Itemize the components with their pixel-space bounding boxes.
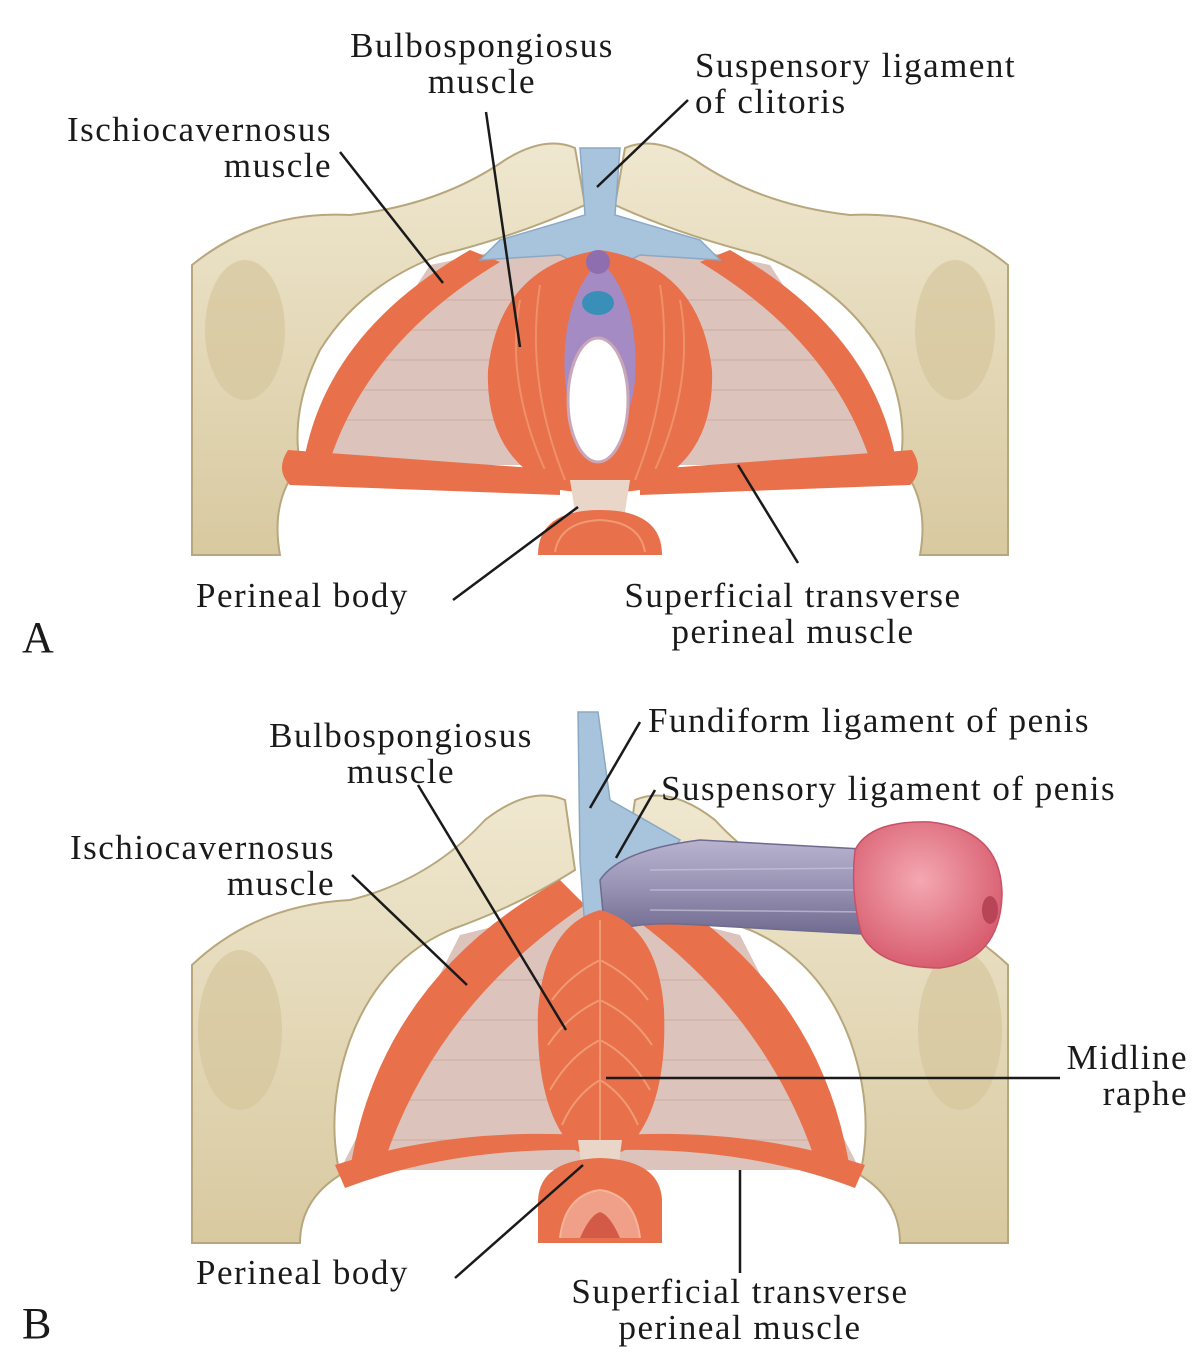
label-suspensory-ligament-clitoris: Suspensory ligament of clitoris: [695, 48, 1016, 120]
label-midline-raphe: Midline raphe: [1020, 1040, 1188, 1112]
label-line: muscle: [322, 64, 642, 100]
label-line: Midline: [1020, 1040, 1188, 1076]
label-line: Ischiocavernosus: [20, 112, 332, 148]
label-line: perineal muscle: [598, 614, 988, 650]
glans-b: [854, 822, 1002, 968]
label-line: raphe: [1020, 1076, 1188, 1112]
panel-letter-a: A: [22, 612, 54, 663]
label-line: muscle: [240, 754, 562, 790]
label-line: muscle: [20, 866, 335, 902]
label-bulbospongiosus-a: Bulbospongiosus muscle: [322, 28, 642, 100]
label-superficial-transverse-b: Superficial transverse perineal muscle: [545, 1274, 935, 1346]
panel-a-illustration: [192, 144, 1008, 555]
label-line: perineal muscle: [545, 1310, 935, 1346]
vaginal-opening-a: [568, 338, 628, 462]
label-ischiocavernosus-b: Ischiocavernosus muscle: [20, 830, 335, 902]
label-line: Bulbospongiosus: [240, 718, 562, 754]
urethral-opening-a: [582, 291, 614, 315]
label-line: Suspensory ligament: [695, 48, 1016, 84]
perineal-body-a: [570, 480, 630, 512]
label-perineal-body-b: Perineal body: [196, 1255, 409, 1291]
label-line: of clitoris: [695, 84, 1016, 120]
label-line: Superficial transverse: [545, 1274, 935, 1310]
label-line: muscle: [20, 148, 332, 184]
label-line: Superficial transverse: [598, 578, 988, 614]
label-line: Ischiocavernosus: [20, 830, 335, 866]
label-bulbospongiosus-b: Bulbospongiosus muscle: [240, 718, 562, 790]
clitoris-glans-a: [586, 250, 610, 274]
label-ischiocavernosus-a: Ischiocavernosus muscle: [20, 112, 332, 184]
penis-shaft-b: [600, 840, 880, 935]
label-line: Bulbospongiosus: [322, 28, 642, 64]
label-perineal-body-a: Perineal body: [196, 578, 409, 614]
panel-letter-b: B: [22, 1298, 51, 1349]
label-fundiform-ligament: Fundiform ligament of penis: [648, 703, 1090, 739]
label-superficial-transverse-a: Superficial transverse perineal muscle: [598, 578, 988, 650]
label-suspensory-ligament-penis: Suspensory ligament of penis: [661, 771, 1116, 807]
